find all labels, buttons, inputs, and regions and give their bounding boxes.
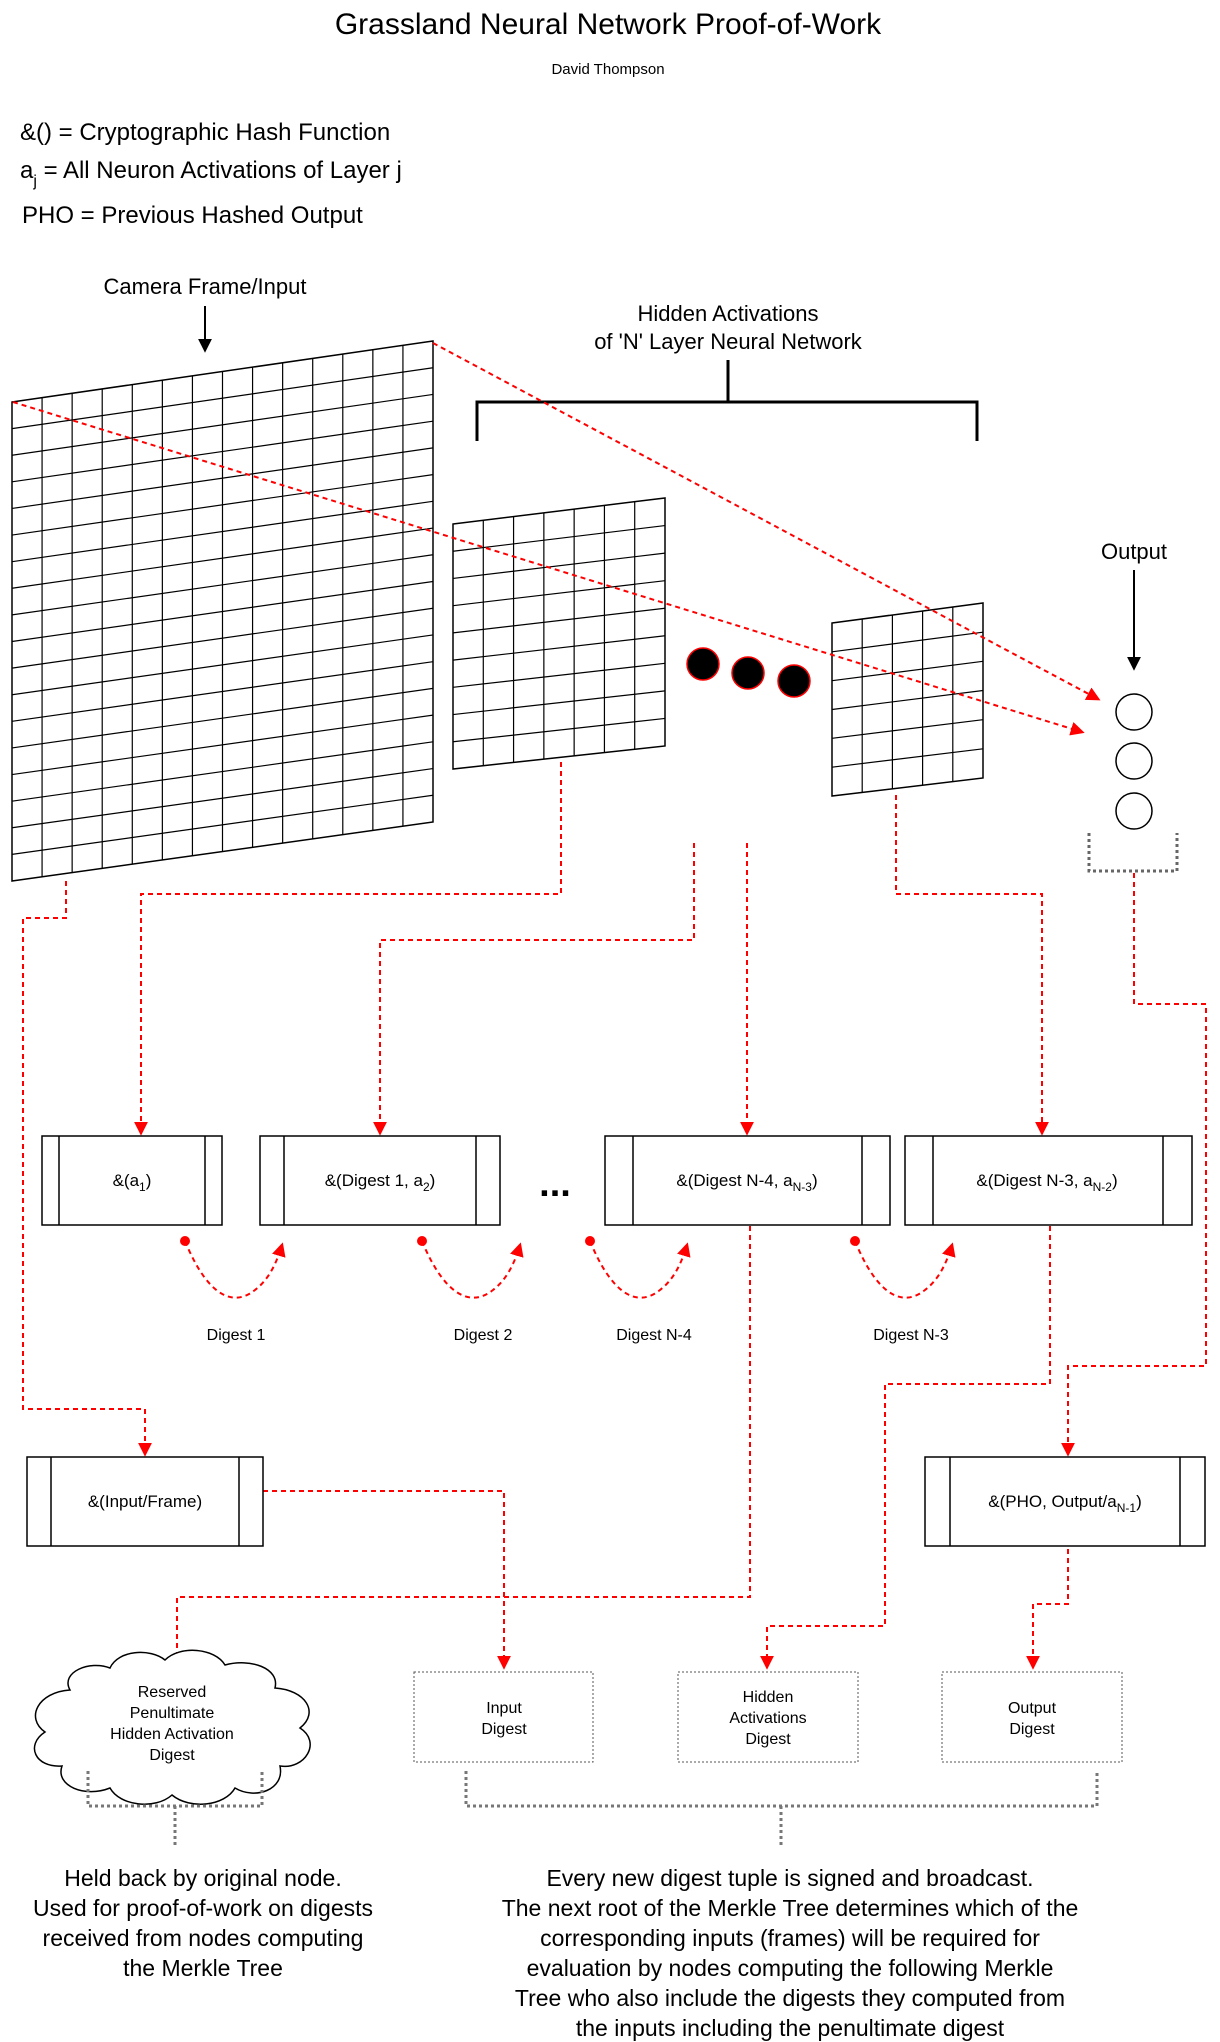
output-hash-label: &(PHO, Output/aN-1): [988, 1492, 1142, 1515]
hidden-digest-line-1: Hidden: [743, 1689, 794, 1706]
flow-output-hash-to-output-digest: [1026, 1549, 1069, 1670]
broadcast-note: Every new digest tuple is signed and bro…: [502, 1865, 1079, 2041]
flow-output-to-output-hash: [1061, 873, 1207, 1457]
hash-box-4-label: &(Digest N-3, aN-2): [976, 1171, 1117, 1194]
digest-label-3: Digest N-4: [616, 1327, 692, 1344]
output-digest-line-1: Output: [1008, 1700, 1057, 1717]
hash-box-3: &(Digest N-4, aN-3): [604, 1135, 891, 1226]
hash-row-ellipsis: ...: [539, 1163, 571, 1205]
layer-ellipsis-dot-3: [777, 664, 811, 698]
flow-hash4-to-hidden-digest: [760, 1226, 1051, 1670]
digest-label-1: Digest 1: [207, 1327, 266, 1344]
digest-label-4: Digest N-3: [873, 1327, 949, 1344]
digest-chain-1: Digest 1: [180, 1236, 286, 1344]
hidden-digest-line-2: Activations: [729, 1710, 806, 1727]
held-back-note-line-3: received from nodes computing: [43, 1925, 364, 1951]
output-neuron-1: [1115, 693, 1153, 731]
hash-box-2: &(Digest 1, a2): [259, 1135, 501, 1226]
broadcast-note-line-5: Tree who also include the digests they c…: [515, 1985, 1065, 2011]
output-digest-line-2: Digest: [1009, 1721, 1055, 1738]
layer-ellipsis-dot-2: [731, 656, 765, 690]
input-to-output-projection-bottom: [12, 401, 1085, 736]
output-bracket: [1087, 833, 1179, 873]
input-digest-line-1: Input: [486, 1700, 522, 1717]
legend-activation-definition: aj = All Neuron Activations of Layer j: [20, 157, 402, 190]
held-back-note-line-4: the Merkle Tree: [123, 1955, 283, 1981]
hash-box-3-label: &(Digest N-4, aN-3): [676, 1171, 817, 1194]
flow-hash3-to-reserved: [170, 1226, 751, 1669]
camera-frame-label: Camera Frame/Input: [104, 274, 307, 299]
hidden-activations-label-line2: of 'N' Layer Neural Network: [594, 329, 863, 354]
broadcast-note-line-4: evaluation by nodes computing the follow…: [527, 1955, 1054, 1981]
held-back-note: Held back by original node. Used for pro…: [33, 1865, 373, 1981]
output-neuron-3: [1115, 792, 1153, 830]
page-title: Grassland Neural Network Proof-of-Work: [335, 8, 882, 41]
flow-input-hash-to-input-digest: [263, 1490, 511, 1670]
hidden-digest-line-3: Digest: [745, 1731, 791, 1748]
layer-ellipsis-dot-1: [686, 647, 720, 681]
legend-pho-definition: PHO = Previous Hashed Output: [22, 202, 363, 229]
reserved-line-2: Penultimate: [130, 1705, 215, 1722]
output-label: Output: [1101, 539, 1167, 564]
input-frame-grid: [11, 340, 434, 882]
reserved-line-3: Hidden Activation: [110, 1726, 234, 1743]
flow-input-to-input-hash: [22, 881, 152, 1457]
broadcast-note-line-6: the inputs including the penultimate dig…: [576, 2015, 1005, 2041]
reserved-bracket: [86, 1771, 264, 1848]
input-hash-box: &(Input/Frame): [26, 1456, 264, 1547]
held-back-note-line-1: Held back by original node.: [64, 1865, 341, 1891]
output-hash-box: &(PHO, Output/aN-1): [924, 1456, 1206, 1547]
hash-box-2-label: &(Digest 1, a2): [325, 1171, 436, 1194]
digest-label-2: Digest 2: [454, 1327, 513, 1344]
broadcast-bracket: [464, 1771, 1099, 1848]
hidden-activations-label: Hidden Activations: [638, 301, 819, 326]
hidden-activations-digest-box: Hidden Activations Digest: [677, 1671, 859, 1763]
flow-layer1-to-hash1: [134, 762, 562, 1136]
digest-chain-3: Digest N-4: [585, 1236, 692, 1344]
reserved-line-1: Reserved: [138, 1684, 206, 1701]
legend-hash-definition: &() = Cryptographic Hash Function: [20, 119, 390, 146]
broadcast-note-line-2: The next root of the Merkle Tree determi…: [502, 1895, 1079, 1921]
digest-chain-2: Digest 2: [417, 1236, 524, 1344]
hidden-layers-bracket: [475, 360, 979, 441]
hash-box-4: &(Digest N-3, aN-2): [904, 1135, 1193, 1226]
digest-chain-4: Digest N-3: [850, 1236, 956, 1344]
input-digest-box: Input Digest: [413, 1671, 594, 1763]
reserved-digest-cloud: Reserved Penultimate Hidden Activation D…: [33, 1649, 311, 1805]
output-neuron-2: [1115, 742, 1153, 780]
held-back-note-line-2: Used for proof-of-work on digests: [33, 1895, 373, 1921]
input-digest-line-2: Digest: [481, 1721, 527, 1738]
hash-box-1-label: &(a1): [113, 1171, 152, 1194]
flow-layerN2-to-hash4: [895, 795, 1049, 1136]
input-hash-label: &(Input/Frame): [88, 1492, 202, 1511]
hidden-layer-n-grid: [831, 602, 984, 797]
hidden-layer-1-grid: [452, 497, 666, 770]
reserved-line-4: Digest: [149, 1747, 195, 1764]
broadcast-note-line-1: Every new digest tuple is signed and bro…: [546, 1865, 1033, 1891]
broadcast-note-line-3: corresponding inputs (frames) will be re…: [540, 1925, 1040, 1951]
hash-box-1: &(a1): [41, 1135, 223, 1226]
output-digest-box: Output Digest: [941, 1671, 1123, 1763]
flow-layer2-to-hash2: [373, 843, 695, 1136]
author-name: David Thompson: [551, 61, 664, 78]
